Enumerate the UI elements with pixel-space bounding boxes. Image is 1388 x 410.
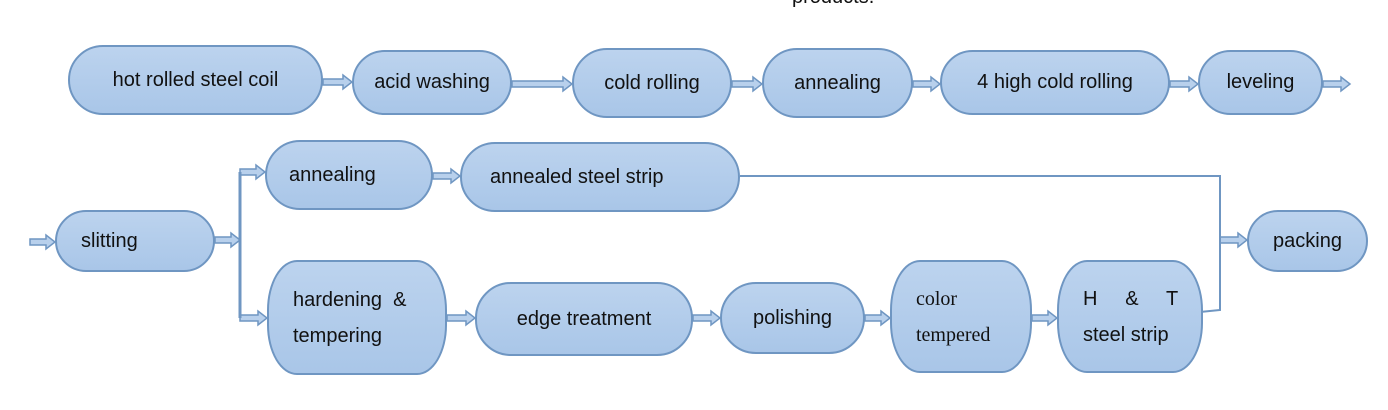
step-hardening-tempering: hardening & tempering xyxy=(267,260,447,375)
step-packing: packing xyxy=(1247,210,1368,272)
step-annealing-2: annealing xyxy=(265,140,433,210)
step-hot-rolled-steel-coil: hot rolled steel coil xyxy=(68,45,323,115)
label-line-2: tempered xyxy=(916,323,991,346)
step-cold-rolling: cold rolling xyxy=(572,48,732,118)
step-ht-steel-strip: H & T steel strip xyxy=(1057,260,1203,373)
flow-arrow xyxy=(29,233,57,251)
flow-arrow xyxy=(322,73,354,91)
flow-arrow xyxy=(239,163,267,181)
flow-arrow xyxy=(1219,231,1249,249)
step-annealed-steel-strip: annealed steel strip xyxy=(460,142,740,212)
flow-arrow xyxy=(731,75,764,93)
step-color-tempered: color tempered xyxy=(890,260,1032,373)
label-line-2: steel strip xyxy=(1083,323,1169,346)
flow-arrow xyxy=(912,75,942,93)
flow-arrow xyxy=(864,309,892,327)
step-annealing: annealing xyxy=(762,48,913,118)
caption-fragment: products. xyxy=(792,0,874,9)
step-leveling: leveling xyxy=(1198,50,1323,115)
step-edge-treatment: edge treatment xyxy=(475,282,693,356)
merge-line xyxy=(740,175,1221,313)
flow-arrow xyxy=(446,309,477,327)
flow-arrow xyxy=(432,167,462,185)
label-line-2: tempering xyxy=(293,324,382,347)
flow-arrow xyxy=(1169,75,1200,93)
flow-arrow xyxy=(511,75,574,93)
label-line-1: H & T xyxy=(1083,287,1179,310)
flow-arrow xyxy=(692,309,722,327)
step-polishing: polishing xyxy=(720,282,865,354)
flow-arrow xyxy=(214,231,242,249)
step-4-high-cold-rolling: 4 high cold rolling xyxy=(940,50,1170,115)
label-line-1: hardening & xyxy=(293,288,407,311)
flow-arrow xyxy=(1322,75,1352,93)
step-slitting: slitting xyxy=(55,210,215,272)
flow-arrow xyxy=(1031,309,1059,327)
flow-arrow xyxy=(239,309,269,327)
label-line-1: color xyxy=(916,287,958,310)
step-acid-washing: acid washing xyxy=(352,50,512,115)
